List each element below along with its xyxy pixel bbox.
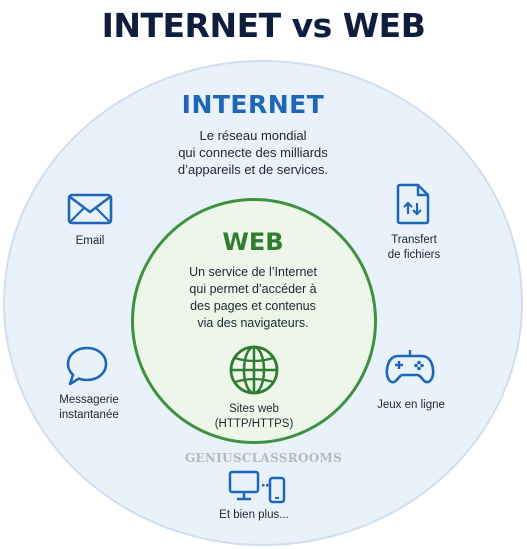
speech-bubble-icon <box>66 346 108 386</box>
devices-icon <box>228 470 286 504</box>
file-transfer-icon <box>396 183 430 225</box>
watermark: GENIUSCLASSROOMS <box>184 451 343 465</box>
globe-icon <box>229 345 279 395</box>
messaging-label: Messagerie instantanée <box>59 394 119 421</box>
email-label: Email <box>75 235 105 247</box>
internet-description: Le réseau mondial qui connecte des milli… <box>113 127 393 178</box>
web-description: Un service de l’Internet qui permet d’ac… <box>163 264 343 332</box>
internet-title: INTERNET <box>181 90 325 119</box>
web-description-line: qui permet d’accéder à <box>189 282 317 296</box>
gamepad-icon <box>385 350 435 384</box>
page-title: INTERNET vs WEB <box>101 6 426 45</box>
more-label: Et bien plus... <box>219 509 289 521</box>
web-description-line: via des navigateurs. <box>197 316 309 330</box>
web-title: WEB <box>222 228 284 256</box>
games-label: Jeux en ligne <box>377 399 445 411</box>
internet-description-line: Le réseau mondial <box>199 128 307 143</box>
sites-web-label: Sites web (HTTP/HTTPS) <box>214 403 294 430</box>
transfer-label: Transfert de fichiers <box>387 234 441 261</box>
internet-description-line: qui connecte des milliards <box>178 145 328 160</box>
internet-description-line: d’appareils et de services. <box>177 162 329 177</box>
web-description-line: des pages et contenus <box>190 299 316 313</box>
envelope-icon <box>67 193 113 225</box>
web-description-line: Un service de l’Internet <box>189 265 317 279</box>
web-circle <box>131 198 377 444</box>
